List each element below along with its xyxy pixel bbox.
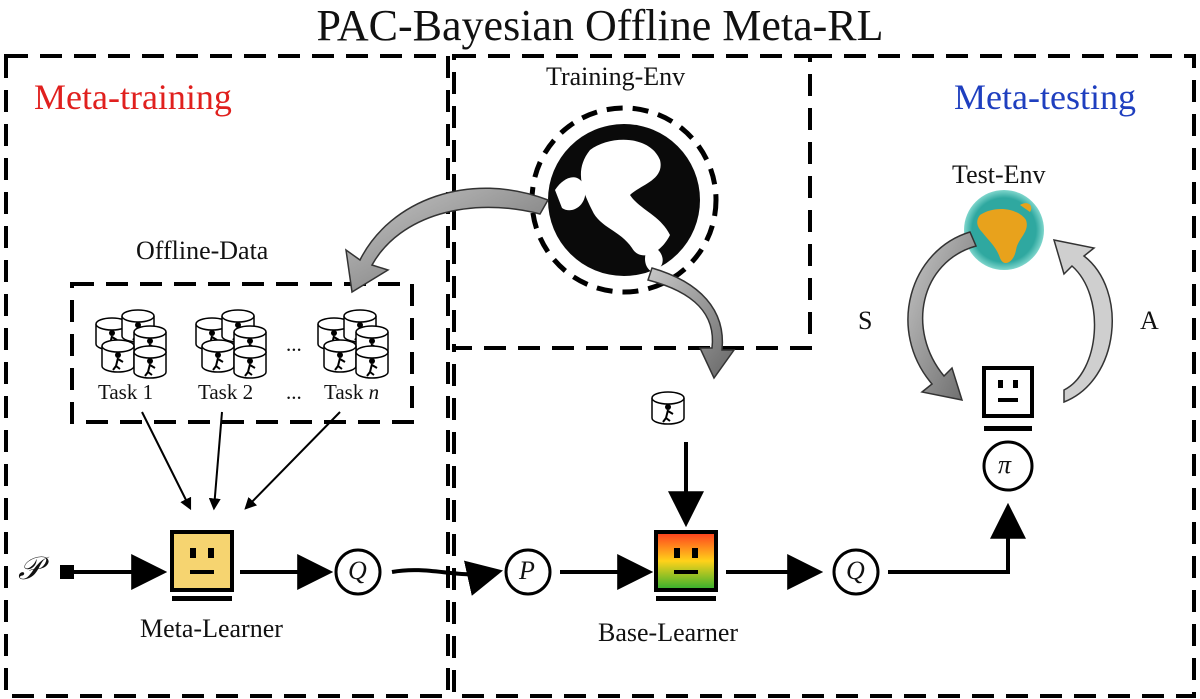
meta-training-region bbox=[4, 54, 450, 698]
test-agent-icon bbox=[982, 366, 1034, 431]
posterior-q-label: Q bbox=[348, 556, 367, 585]
policy-label: π bbox=[998, 450, 1012, 479]
task2-arrow bbox=[208, 411, 223, 511]
posterior-q-circle bbox=[334, 548, 382, 596]
database-icon bbox=[196, 310, 266, 378]
meta-testing-region bbox=[452, 54, 1196, 698]
state-label: S bbox=[858, 306, 873, 335]
meta-testing-label: Meta-testing bbox=[954, 77, 1136, 117]
prior-source-square bbox=[60, 565, 74, 579]
test-env-label: Test-Env bbox=[952, 160, 1046, 189]
base-learner-icon bbox=[654, 530, 718, 601]
task1-arrow bbox=[141, 411, 192, 511]
training-env-label: Training-Env bbox=[546, 62, 686, 91]
posterior-q2-label: Q bbox=[846, 556, 865, 585]
taskn-arrow bbox=[244, 411, 341, 510]
database-icon bbox=[318, 310, 388, 378]
action-arrow bbox=[1052, 239, 1113, 404]
q-to-p-arrow bbox=[391, 560, 504, 596]
task-n-label: Task n bbox=[324, 380, 379, 405]
ellipsis-top: ... bbox=[286, 332, 302, 356]
policy-circle bbox=[982, 440, 1034, 492]
task-n-prefix: Task bbox=[324, 380, 364, 404]
task2-label: Task 2 bbox=[198, 380, 254, 404]
task1-label: Task 1 bbox=[98, 380, 154, 404]
action-label: A bbox=[1140, 306, 1159, 335]
training-env-to-offline-data-arrow bbox=[345, 187, 550, 294]
database-icon bbox=[651, 391, 685, 425]
base-learner-label: Base-Learner bbox=[598, 618, 739, 647]
globe-icon bbox=[548, 124, 700, 276]
meta-learner-label: Meta-Learner bbox=[140, 614, 283, 643]
earth-icon bbox=[964, 190, 1044, 270]
state-arrow bbox=[907, 231, 978, 401]
meta-learner-icon bbox=[170, 530, 234, 601]
prior-p-circle bbox=[504, 548, 552, 596]
ellipsis-bottom: ... bbox=[286, 380, 302, 404]
offline-data-region bbox=[70, 282, 414, 424]
task-n-var: n bbox=[368, 380, 380, 404]
q-to-policy-arrow bbox=[888, 502, 1026, 574]
prior-p-label: P bbox=[519, 556, 535, 585]
database-icon bbox=[96, 310, 166, 378]
meta-training-label: Meta-training bbox=[34, 77, 232, 117]
training-env-to-base-data-arrow bbox=[647, 267, 736, 380]
prior-script-p-label: 𝒫 bbox=[18, 550, 42, 586]
posterior-q2-circle bbox=[832, 548, 880, 596]
page-title: PAC-Bayesian Offline Meta-RL bbox=[316, 1, 884, 50]
training-env-region bbox=[452, 54, 812, 350]
offline-data-label: Offline-Data bbox=[136, 236, 269, 265]
